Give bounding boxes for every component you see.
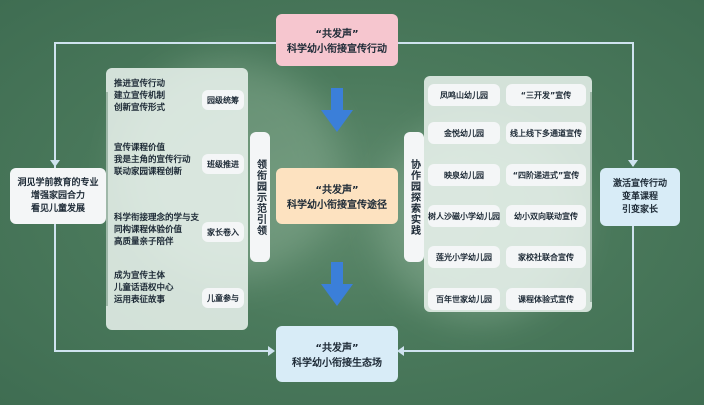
- left-row-line: 儿童话语权中心: [114, 283, 174, 293]
- school-tag: 凤鸣山幼儿园: [428, 84, 500, 106]
- right-panel-bracket: [590, 92, 592, 302]
- down-arrow-icon: [321, 88, 353, 132]
- bottom-node: “共发声” 科学幼小衔接生态场: [276, 326, 398, 382]
- left-row: 科学衔接理念的学与支 同构课程体验价值 高质量亲子陪伴: [114, 212, 202, 258]
- bottom-node-line1: “共发声”: [315, 343, 359, 354]
- connector-top-right: [398, 42, 634, 44]
- arrowhead-left-goal: [50, 160, 60, 167]
- practice-tag: “四阶递进式”宣传: [506, 164, 586, 186]
- right-goal-line: 变革课程: [621, 191, 658, 202]
- right-panel: [424, 76, 592, 312]
- left-row-tag: 儿童参与: [202, 288, 244, 308]
- left-row-line: 同构课程体验价值: [114, 225, 183, 235]
- left-row-line: 宣传课程价值: [114, 143, 166, 153]
- school-tag: 莲光小学幼儿园: [428, 246, 500, 268]
- left-row-tag: 家长卷入: [202, 222, 244, 242]
- arrowhead-bottom-left: [268, 346, 275, 356]
- school-tag: 树人沙磁小学幼儿园: [428, 205, 500, 227]
- practice-tag: “三开发”宣传: [506, 84, 586, 106]
- left-row-line: 运用表征故事: [114, 295, 166, 305]
- left-row-line: 高质量亲子陪伴: [114, 237, 174, 247]
- left-row-line: 成为宣传主体: [114, 271, 166, 281]
- left-goal-line: 洞见学前教育的专业: [17, 177, 99, 188]
- top-node-line2: 科学幼小衔接宣传行动: [287, 44, 387, 55]
- practice-tag: 幼小双向联动宣传: [506, 205, 586, 227]
- left-row: 成为宣传主体 儿童话语权中心 运用表征故事: [114, 270, 202, 316]
- left-row-line: 推进宣传行动: [114, 79, 166, 89]
- left-row-line: 我是主角的宣传行动: [114, 155, 191, 165]
- bottom-node-line2: 科学幼小衔接生态场: [292, 358, 382, 369]
- left-row: 宣传课程价值 我是主角的宣传行动 联动家园课程创新: [114, 142, 202, 188]
- down-arrow-icon: [321, 262, 353, 306]
- left-row-line: 创新宣传形式: [114, 103, 166, 113]
- connector-right-lower: [632, 226, 634, 352]
- left-panel: [106, 68, 248, 330]
- arrowhead-right-goal: [628, 160, 638, 167]
- left-goal-line: 增强家园合力: [30, 190, 85, 201]
- left-row-tag: 班级推进: [202, 154, 244, 174]
- right-goal-node: 激活宣传行动 变革课程 引变家长: [600, 168, 680, 226]
- practice-tag: 线上线下多通道宣传: [506, 122, 586, 144]
- left-row-line: 联动家园课程创新: [114, 167, 183, 177]
- connector-bottom-left: [54, 350, 272, 352]
- left-row: 推进宣传行动 建立宣传机制 创新宣传形式: [114, 78, 202, 124]
- connector-right-down: [632, 42, 634, 166]
- left-goal-node: 洞见学前教育的专业 增强家园合力 看见儿童发展: [10, 168, 106, 224]
- practice-tag: 课程体验式宣传: [506, 288, 586, 310]
- middle-node: “共发声” 科学幼小衔接宣传途径: [276, 168, 398, 224]
- left-row-line: 建立宣传机制: [114, 91, 166, 101]
- left-vertical-label: 领衔园示范引领: [250, 132, 270, 262]
- left-row-tag: 园级统筹: [202, 90, 244, 110]
- middle-node-line2: 科学幼小衔接宣传途径: [287, 200, 387, 211]
- left-goal-line: 看见儿童发展: [30, 203, 85, 214]
- left-panel-bracket: [106, 92, 108, 306]
- right-goal-line: 引变家长: [621, 204, 658, 215]
- school-tag: 金悦幼儿园: [428, 122, 500, 144]
- right-vertical-label: 协作园探索实践: [404, 132, 424, 262]
- left-row-line: 科学衔接理念的学与支: [114, 213, 200, 223]
- top-node-line1: “共发声”: [315, 29, 359, 40]
- connector-left-down: [54, 42, 56, 168]
- right-goal-line: 激活宣传行动: [612, 178, 667, 189]
- school-tag: 映泉幼儿园: [428, 164, 500, 186]
- connector-top-left: [54, 42, 276, 44]
- connector-bottom-right: [404, 350, 634, 352]
- middle-node-line1: “共发声”: [315, 185, 359, 196]
- top-node: “共发声” 科学幼小衔接宣传行动: [276, 14, 398, 66]
- school-tag: 百年世家幼儿园: [428, 288, 500, 310]
- arrowhead-bottom-right: [397, 346, 404, 356]
- practice-tag: 家校社联合宣传: [506, 246, 586, 268]
- connector-left-lower: [54, 224, 56, 352]
